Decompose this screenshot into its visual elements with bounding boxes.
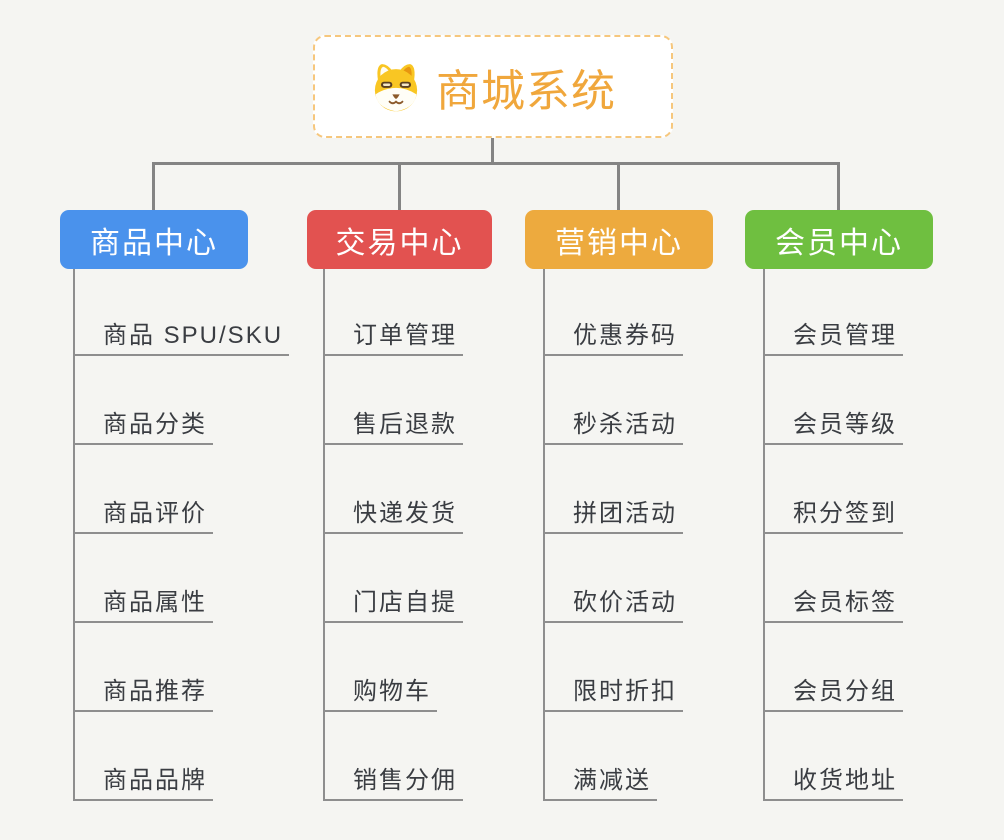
branch-box-trade-center[interactable]: 交易中心 [307, 210, 492, 269]
connector-horizontal [152, 162, 840, 165]
mindmap-item[interactable]: 商品分类 [75, 356, 213, 445]
mindmap-item[interactable]: 商品属性 [75, 534, 213, 623]
mindmap-item[interactable]: 会员管理 [765, 269, 903, 356]
mindmap-item[interactable]: 商品评价 [75, 445, 213, 534]
dog-icon [370, 61, 422, 113]
connector-stub-trade [398, 165, 401, 210]
mindmap-item[interactable]: 会员分组 [765, 623, 903, 712]
connector-stub-product [152, 165, 155, 210]
mindmap-item[interactable]: 商品品牌 [75, 712, 213, 801]
mindmap-item[interactable]: 满减送 [545, 712, 657, 801]
connector-stub-marketing [617, 165, 620, 210]
mindmap-item[interactable]: 门店自提 [325, 534, 463, 623]
branch-items-marketing: 优惠券码 秒杀活动 拼团活动 砍价活动 限时折扣 满减送 [543, 269, 683, 801]
mindmap-item[interactable]: 售后退款 [325, 356, 463, 445]
mindmap-item[interactable]: 订单管理 [325, 269, 463, 356]
branch-box-marketing-center[interactable]: 营销中心 [525, 210, 713, 269]
mindmap-item[interactable]: 会员等级 [765, 356, 903, 445]
branch-items-product: 商品 SPU/SKU 商品分类 商品评价 商品属性 商品推荐 商品品牌 [73, 269, 290, 801]
mindmap-item[interactable]: 限时折扣 [545, 623, 683, 712]
mindmap-item[interactable]: 优惠券码 [545, 269, 683, 356]
connector-root-drop [491, 138, 494, 164]
mindmap-item[interactable]: 商品 SPU/SKU [75, 269, 290, 356]
branch-box-member-center[interactable]: 会员中心 [745, 210, 933, 269]
root-node[interactable]: 商城系统 [313, 35, 673, 138]
mindmap-item[interactable]: 销售分佣 [325, 712, 463, 801]
branch-items-trade: 订单管理 售后退款 快递发货 门店自提 购物车 销售分佣 [323, 269, 463, 801]
mindmap-item[interactable]: 会员标签 [765, 534, 903, 623]
mindmap-item[interactable]: 购物车 [325, 623, 437, 712]
mindmap-item[interactable]: 砍价活动 [545, 534, 683, 623]
branch-items-member: 会员管理 会员等级 积分签到 会员标签 会员分组 收货地址 [763, 269, 903, 801]
connector-stub-member [837, 165, 840, 210]
mindmap-item[interactable]: 商品推荐 [75, 623, 213, 712]
mindmap-item[interactable]: 收货地址 [765, 712, 903, 801]
mindmap-item[interactable]: 拼团活动 [545, 445, 683, 534]
branch-box-product-center[interactable]: 商品中心 [60, 210, 248, 269]
mindmap-item[interactable]: 快递发货 [325, 445, 463, 534]
root-title: 商城系统 [436, 66, 616, 116]
mindmap-item[interactable]: 积分签到 [765, 445, 903, 534]
mindmap-item[interactable]: 秒杀活动 [545, 356, 683, 445]
